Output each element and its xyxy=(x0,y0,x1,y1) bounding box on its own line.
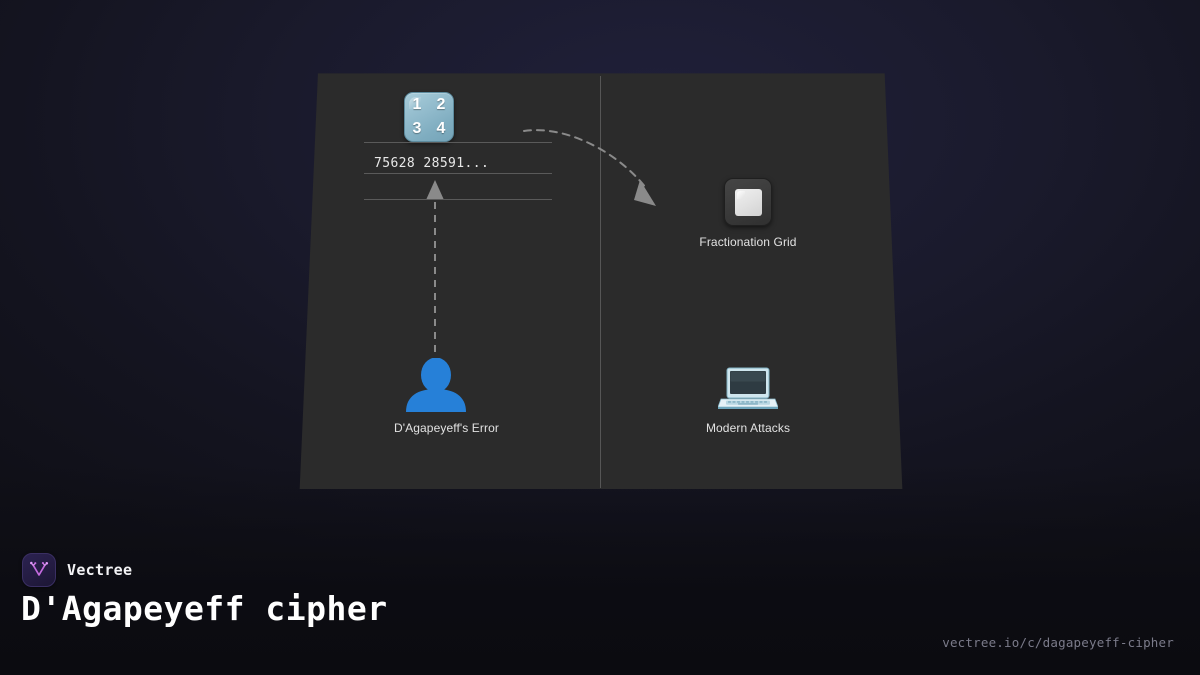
footer: Vectree D'Agapeyeff cipher vectree.io/c/… xyxy=(0,545,1200,675)
node-label-dagapeyeff-error: D'Agapeyeff's Error xyxy=(394,421,499,435)
brand-row[interactable]: Vectree xyxy=(22,553,132,587)
cipher-text-value: 75628 28591... xyxy=(374,156,490,171)
node-label-fractionation-grid: Fractionation Grid xyxy=(699,235,797,249)
node-modern-attacks[interactable]: Modern Attacks xyxy=(693,366,803,435)
number-grid-icon[interactable]: 1 2 3 4 xyxy=(404,92,454,142)
grid-square-icon[interactable] xyxy=(724,178,772,226)
brand-name: Vectree xyxy=(67,561,133,579)
grid-digit-3: 3 xyxy=(412,120,422,137)
row-line-middle xyxy=(364,173,552,174)
node-cipher-text-rows[interactable]: 75628 28591... xyxy=(364,142,552,202)
grid-square-inner xyxy=(734,188,762,216)
background-bottom-fade xyxy=(0,465,1200,675)
node-fractionation-grid[interactable]: Fractionation Grid xyxy=(693,178,803,249)
page-title: D'Agapeyeff cipher xyxy=(21,589,388,628)
footer-url: vectree.io/c/dagapeyeff-cipher xyxy=(942,635,1174,650)
concept-map-canvas: 1 2 3 4 75628 28591... D'Agapeyeff's Err… xyxy=(296,70,906,492)
vectree-mark xyxy=(30,561,49,576)
node-label-modern-attacks: Modern Attacks xyxy=(705,421,791,435)
person-icon[interactable] xyxy=(394,358,478,412)
grid-digit-4: 4 xyxy=(436,120,446,137)
row-line-bottom xyxy=(364,199,552,200)
column-divider xyxy=(600,76,601,488)
grid-digit-2: 2 xyxy=(436,96,446,113)
laptop-icon[interactable] xyxy=(718,366,778,412)
grid-digit-1: 1 xyxy=(412,96,422,113)
slab-surface xyxy=(299,73,903,490)
node-dagapeyeff-error[interactable]: D'Agapeyeff's Error xyxy=(394,358,499,435)
row-line-top xyxy=(364,142,552,143)
node-numeric-grid[interactable]: 1 2 3 4 xyxy=(404,92,454,142)
vectree-logo-icon xyxy=(22,553,56,587)
